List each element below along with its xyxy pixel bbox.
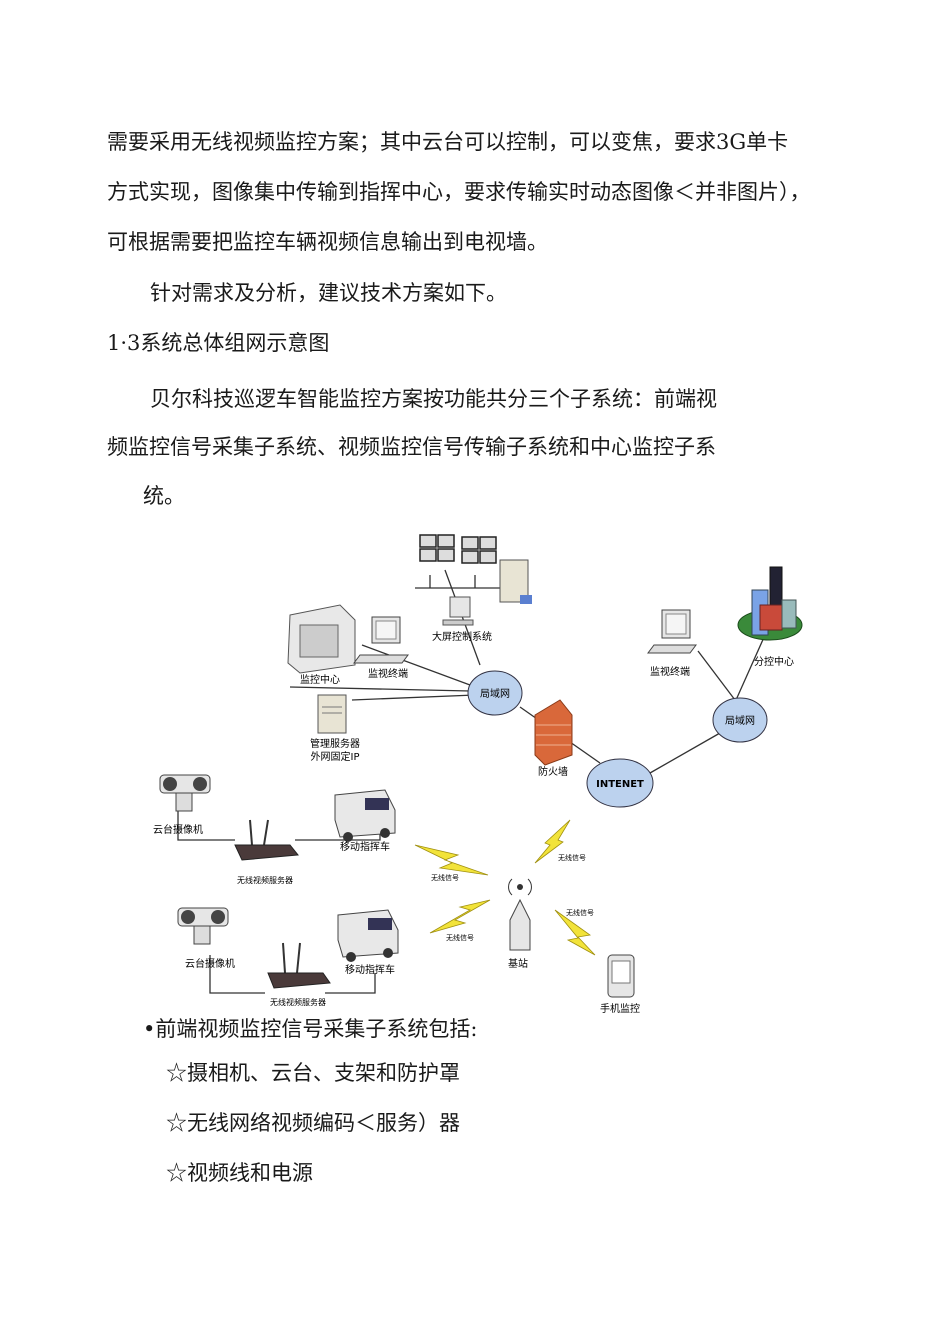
lightning-icon xyxy=(534,819,571,864)
lan-cloud-right-icon xyxy=(712,697,768,743)
label-lan-left: 局域网 xyxy=(480,687,510,700)
phone-icon xyxy=(607,954,635,998)
label-ptz-camera-1: 云台摄像机 xyxy=(153,823,203,836)
label-wireless-server-1: 无线视频服务器 xyxy=(237,875,293,885)
paragraph-line-6: 贝尔科技巡逻车智能监控方案按功能共分三个子系统：前端视 xyxy=(150,387,717,411)
ptz-camera-2-icon xyxy=(177,907,229,945)
label-monitor-terminal-right: 监视终端 xyxy=(650,665,690,678)
wireless-video-server-icon xyxy=(234,819,299,861)
label-branch-center: 分控中心 xyxy=(754,655,794,668)
label-lan-right: 局域网 xyxy=(725,714,755,727)
label-mgmt-server-2: 外网固定IP xyxy=(311,750,360,763)
label-mgmt-server-1: 管理服务器 xyxy=(310,737,360,750)
label-monitor-center: 监控中心 xyxy=(300,673,340,686)
label-base-station: 基站 xyxy=(508,957,528,970)
lan-cloud-icon xyxy=(467,670,523,716)
label-internet: INTENET xyxy=(596,779,644,790)
ptz-camera-icon xyxy=(159,774,211,812)
branch-center-building-icon xyxy=(737,566,803,641)
bullet-title: 前端视频监控信号采集子系统包括: xyxy=(155,1017,478,1041)
video-wall-icon xyxy=(419,534,497,564)
label-wireless-signal-2: 无线信号 xyxy=(558,853,586,862)
mobile-command-truck-icon xyxy=(334,789,396,842)
paragraph-line-3: 可根据需要把监控车辆视频信息输出到电视墙。 xyxy=(107,230,548,254)
bullet-item-3: ☆视频线和电源 xyxy=(166,1161,313,1185)
server-icon xyxy=(499,559,532,604)
bullet-item-2: ☆无线网络视频编码＜服务）器 xyxy=(166,1111,460,1135)
paragraph-line-1: 需要采用无线视频监控方案；其中云台可以控制，可以变焦，要求3G单卡 xyxy=(107,130,789,154)
paragraph-line-8: 统。 xyxy=(143,484,185,508)
mobile-command-truck-2-icon xyxy=(337,909,399,962)
section-heading: 1·3系统总体组网示意图 xyxy=(107,331,330,355)
label-big-screen: 大屏控制系统 xyxy=(432,630,492,643)
label-monitor-terminal-left: 监视终端 xyxy=(368,667,408,680)
label-mobile-command-1: 移动指挥车 xyxy=(340,840,390,853)
bullet-item-1: ☆摄相机、云台、支架和防护罩 xyxy=(166,1061,460,1085)
paragraph-line-2: 方式实现，图像集中传输到指挥中心，要求传输实时动态图像＜并非图片）， xyxy=(107,180,811,204)
label-wireless-signal-1: 无线信号 xyxy=(431,873,459,882)
wireless-video-server-2-icon xyxy=(267,942,331,989)
management-server-icon xyxy=(317,694,347,734)
monitor-terminal-icon xyxy=(353,616,409,664)
lightning-icon xyxy=(429,899,491,934)
lightning-icon xyxy=(554,909,596,956)
monitor-terminal-right-icon xyxy=(647,609,697,654)
label-mobile-command-2: 移动指挥车 xyxy=(345,963,395,976)
paragraph-line-7: 频监控信号采集子系统、视频监控信号传输子系统和中心监控子系 xyxy=(107,435,716,459)
firewall-icon xyxy=(534,699,573,766)
label-wireless-server-2: 无线视频服务器 xyxy=(270,997,326,1007)
internet-cloud-icon xyxy=(586,758,654,808)
label-wireless-signal-3: 无线信号 xyxy=(446,933,474,942)
network-topology-diagram: 大屏控制系统 监控中心 监视终端 局域网 管理服务器 外网固定IP 防火墙 IN xyxy=(153,534,803,1015)
building-icon xyxy=(287,604,356,674)
label-wireless-signal-4: 无线信号 xyxy=(566,908,594,917)
desktop-icon xyxy=(442,596,474,626)
bullet-heading: •前端视频监控信号采集子系统包括: xyxy=(143,1019,477,1040)
lightning-icon xyxy=(414,844,489,876)
base-station-icon xyxy=(508,878,532,951)
bullet-marker: • xyxy=(143,1017,156,1041)
label-phone-monitor: 手机监控 xyxy=(600,1002,640,1015)
label-ptz-camera-2: 云台摄像机 xyxy=(185,957,235,970)
paragraph-line-4: 针对需求及分析，建议技术方案如下。 xyxy=(150,281,507,305)
label-firewall: 防火墙 xyxy=(538,765,568,778)
